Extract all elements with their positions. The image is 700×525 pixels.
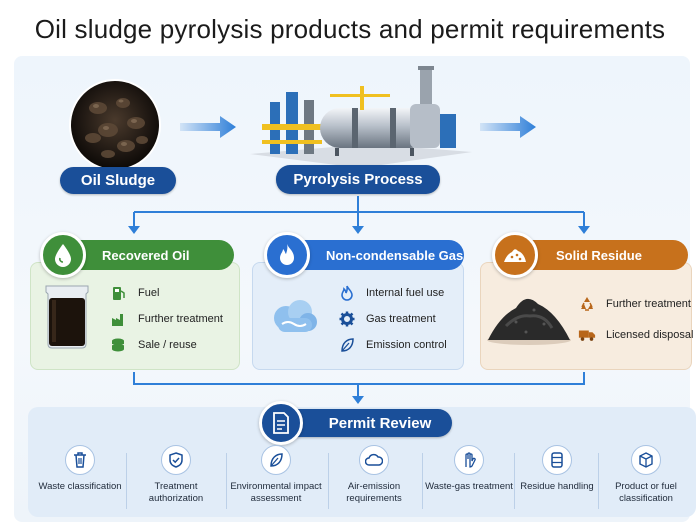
cube-icon	[631, 445, 661, 475]
permit-review-header: Permit Review	[282, 409, 452, 437]
truck-icon	[578, 326, 596, 344]
flame-icon	[264, 232, 310, 278]
pyrolysis-plant-image	[250, 66, 472, 168]
barrel-icon	[542, 445, 572, 475]
document-icon	[259, 401, 303, 445]
gas-title: Non-condensable Gas	[326, 247, 464, 263]
requirement-waste-gas-treatment: Waste-gas treatment	[422, 445, 516, 493]
recycle-icon	[578, 295, 596, 313]
gear-icon	[338, 310, 356, 328]
requirement-environmental-impact-assessment: Environmental impact assessment	[224, 445, 328, 505]
oil-item-fuel: Fuel	[110, 284, 159, 302]
divider	[598, 453, 599, 509]
divider	[328, 453, 329, 509]
flame-small-icon	[338, 284, 356, 302]
requirement-product-or-fuel-classification: Product or fuel classification	[600, 445, 692, 505]
oil-sludge-label: Oil Sludge	[60, 167, 176, 194]
divider	[226, 453, 227, 509]
oil-item-further-treatment: Further treatment	[110, 310, 223, 328]
gas-cloud-image	[274, 300, 317, 332]
residue-item-licensed-disposal: Licensed disposal	[578, 326, 693, 344]
residue-item-further-treatment: Further treatment	[578, 295, 691, 313]
trash-icon	[65, 445, 95, 475]
arrow-right-icon	[480, 116, 536, 138]
gas-item-emission-control: Emission control	[338, 336, 447, 354]
requirement-residue-handling: Residue handling	[510, 445, 604, 493]
oil-drop-icon	[40, 232, 86, 278]
pyrolysis-process-label: Pyrolysis Process	[276, 165, 440, 194]
requirement-air-emission-requirements: Air-emission requirements	[327, 445, 421, 505]
gas-item-internal-fuel-use: Internal fuel use	[338, 284, 444, 302]
solid-residue-title: Solid Residue	[556, 247, 642, 263]
leaf-icon	[338, 336, 356, 354]
recovered-oil-title: Recovered Oil	[102, 247, 190, 263]
oil-sludge-image	[69, 79, 161, 171]
requirement-waste-classification: Waste classification	[33, 445, 127, 493]
residue-pile-icon	[492, 232, 538, 278]
permit-review-title: Permit Review	[328, 414, 432, 432]
shield-check-icon	[161, 445, 191, 475]
divider	[126, 453, 127, 509]
solid-residue-pile-image	[487, 298, 571, 345]
arrow-right-icon	[180, 116, 236, 138]
hand-icon	[454, 445, 484, 475]
coins-icon	[110, 336, 128, 354]
requirement-treatment-authorization: Treatment authorization	[129, 445, 223, 505]
divider	[422, 453, 423, 509]
leaf-icon	[261, 445, 291, 475]
oil-item-sale-reuse: Sale / reuse	[110, 336, 197, 354]
gas-item-gas-treatment: Gas treatment	[338, 310, 436, 328]
fuel-pump-icon	[110, 284, 128, 302]
factory-icon	[110, 310, 128, 328]
oil-beaker-image	[45, 285, 89, 349]
divider	[514, 453, 515, 509]
cloud-icon	[359, 445, 389, 475]
page-title: Oil sludge pyrolysis products and permit…	[34, 14, 666, 44]
